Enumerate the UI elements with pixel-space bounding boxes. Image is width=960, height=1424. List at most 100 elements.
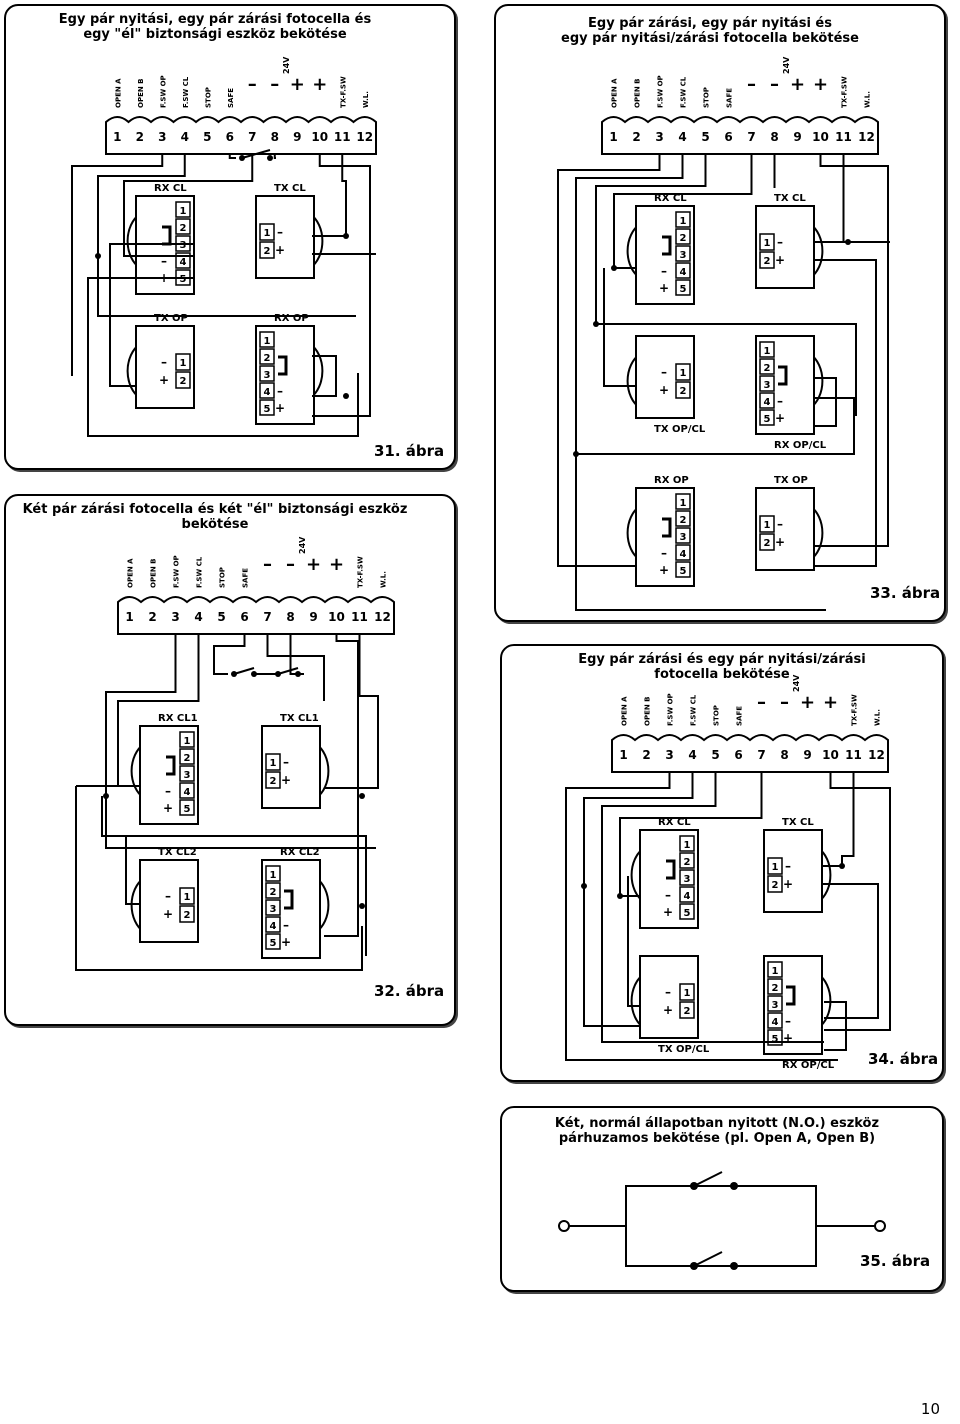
wire bbox=[627, 876, 640, 1007]
terminal-label: STOP bbox=[703, 87, 711, 108]
device-label: TX CL bbox=[274, 183, 306, 194]
pin-box bbox=[179, 799, 195, 816]
junction-dot bbox=[593, 321, 599, 327]
junction-dot bbox=[103, 793, 109, 799]
pin-number: 1 bbox=[684, 840, 691, 851]
pin-number: 1 bbox=[270, 870, 277, 881]
terminal-label: OPEN A bbox=[611, 78, 619, 108]
pin-number: 5 bbox=[264, 404, 271, 415]
wire bbox=[109, 243, 194, 387]
title-line: Egy pár zárási és egy pár nyitási/zárási bbox=[578, 652, 866, 667]
pin-box bbox=[679, 886, 695, 903]
pin-box bbox=[679, 869, 695, 886]
junction-dot bbox=[95, 253, 101, 259]
pin-number: 2 bbox=[680, 233, 687, 244]
terminal-label: SAFE bbox=[736, 706, 744, 726]
switch-a-contact bbox=[690, 1182, 698, 1190]
pin-number: 2 bbox=[764, 256, 771, 267]
terminal-label: OPEN A bbox=[127, 558, 135, 588]
terminal-label: TX-F.SW bbox=[851, 694, 859, 726]
pin-box bbox=[675, 262, 691, 279]
wire bbox=[75, 786, 363, 971]
safe-edge-contact bbox=[233, 667, 255, 675]
pin-number: 2 bbox=[684, 857, 691, 868]
pin-number: 3 bbox=[270, 904, 277, 915]
figure-35-panel: Két, normál állapotban nyitott (N.O.) es… bbox=[500, 1106, 944, 1292]
figure-34-panel: Egy pár zárási és egy pár nyitási/zárási… bbox=[500, 644, 944, 1082]
title-line: Egy pár zárási, egy pár nyitási és bbox=[588, 16, 832, 31]
junction-dot bbox=[267, 155, 273, 161]
terminal-label: W.L. bbox=[362, 91, 370, 108]
terminal-label: + bbox=[813, 74, 828, 95]
device-label: TX OP/CL bbox=[654, 424, 706, 435]
pin-number: 4 bbox=[270, 921, 277, 932]
wire bbox=[312, 154, 347, 237]
pin-number: 5 bbox=[180, 274, 187, 285]
pin-box bbox=[675, 381, 691, 399]
terminal-number: 8 bbox=[271, 130, 279, 144]
pin-box bbox=[675, 245, 691, 262]
terminal-number: 5 bbox=[217, 610, 225, 624]
pin-sign: + bbox=[659, 563, 669, 577]
figure-34-label: 34. ábra bbox=[868, 1050, 939, 1068]
wire bbox=[289, 634, 304, 675]
pin-box bbox=[675, 510, 691, 527]
pin-number: 1 bbox=[764, 346, 771, 357]
pin-box bbox=[759, 515, 775, 533]
wire bbox=[601, 772, 824, 1043]
pin-box bbox=[679, 903, 695, 920]
pin-sign: – bbox=[665, 888, 671, 902]
jumper bbox=[778, 365, 788, 386]
pin-sign: – bbox=[661, 365, 667, 379]
terminal-label: – bbox=[286, 554, 295, 575]
wire bbox=[125, 836, 140, 905]
pin-box bbox=[675, 527, 691, 544]
pin-number: 1 bbox=[772, 862, 779, 873]
jumper bbox=[666, 859, 676, 880]
terminal-number: 10 bbox=[822, 748, 839, 762]
pin-sign: – bbox=[665, 985, 671, 999]
terminal-label: – bbox=[263, 554, 272, 575]
pin-sign: + bbox=[275, 401, 285, 415]
terminal-label: F.SW OP bbox=[657, 75, 665, 108]
jumper bbox=[278, 355, 288, 376]
terminal-number: 4 bbox=[194, 610, 202, 624]
terminal-label: + bbox=[800, 692, 815, 713]
terminal-block bbox=[105, 116, 377, 155]
pin-number: 1 bbox=[680, 498, 687, 509]
pin-number: 4 bbox=[184, 787, 191, 798]
pin-box bbox=[767, 995, 783, 1012]
pin-box bbox=[679, 852, 695, 869]
terminal-label: + bbox=[306, 554, 321, 575]
terminal-number: 2 bbox=[148, 610, 156, 624]
pin-box bbox=[175, 353, 191, 371]
pin-sign: + bbox=[775, 535, 785, 549]
pin-number: 4 bbox=[680, 549, 687, 560]
pin-box bbox=[259, 382, 275, 399]
wire bbox=[324, 634, 359, 937]
jumper bbox=[166, 755, 176, 776]
device-label: RX CL bbox=[658, 817, 691, 828]
pin-number: 1 bbox=[184, 736, 191, 747]
wire bbox=[575, 454, 826, 611]
wire bbox=[117, 634, 200, 786]
terminal-number: 11 bbox=[835, 130, 852, 144]
figure-35-title: Két, normál állapotban nyitott (N.O.) es… bbox=[492, 1116, 942, 1146]
device-label: RX OP/CL bbox=[782, 1060, 835, 1071]
terminal-number: 4 bbox=[688, 748, 696, 762]
pin-sign: + bbox=[281, 773, 291, 787]
wire bbox=[613, 154, 753, 269]
terminal-number: 1 bbox=[125, 610, 133, 624]
pin-box bbox=[759, 375, 775, 392]
pin-number: 2 bbox=[180, 376, 187, 387]
pin-box bbox=[759, 409, 775, 426]
pin-number: 1 bbox=[764, 238, 771, 249]
pin-box bbox=[679, 1001, 695, 1019]
pin-sign: + bbox=[163, 907, 173, 921]
pin-number: 4 bbox=[772, 1017, 779, 1028]
figure-35-diagram bbox=[558, 1171, 886, 1270]
pin-box bbox=[675, 493, 691, 510]
figure-34-title: Egy pár zárási és egy pár nyitási/zárási… bbox=[502, 652, 942, 682]
pin-box bbox=[259, 348, 275, 365]
